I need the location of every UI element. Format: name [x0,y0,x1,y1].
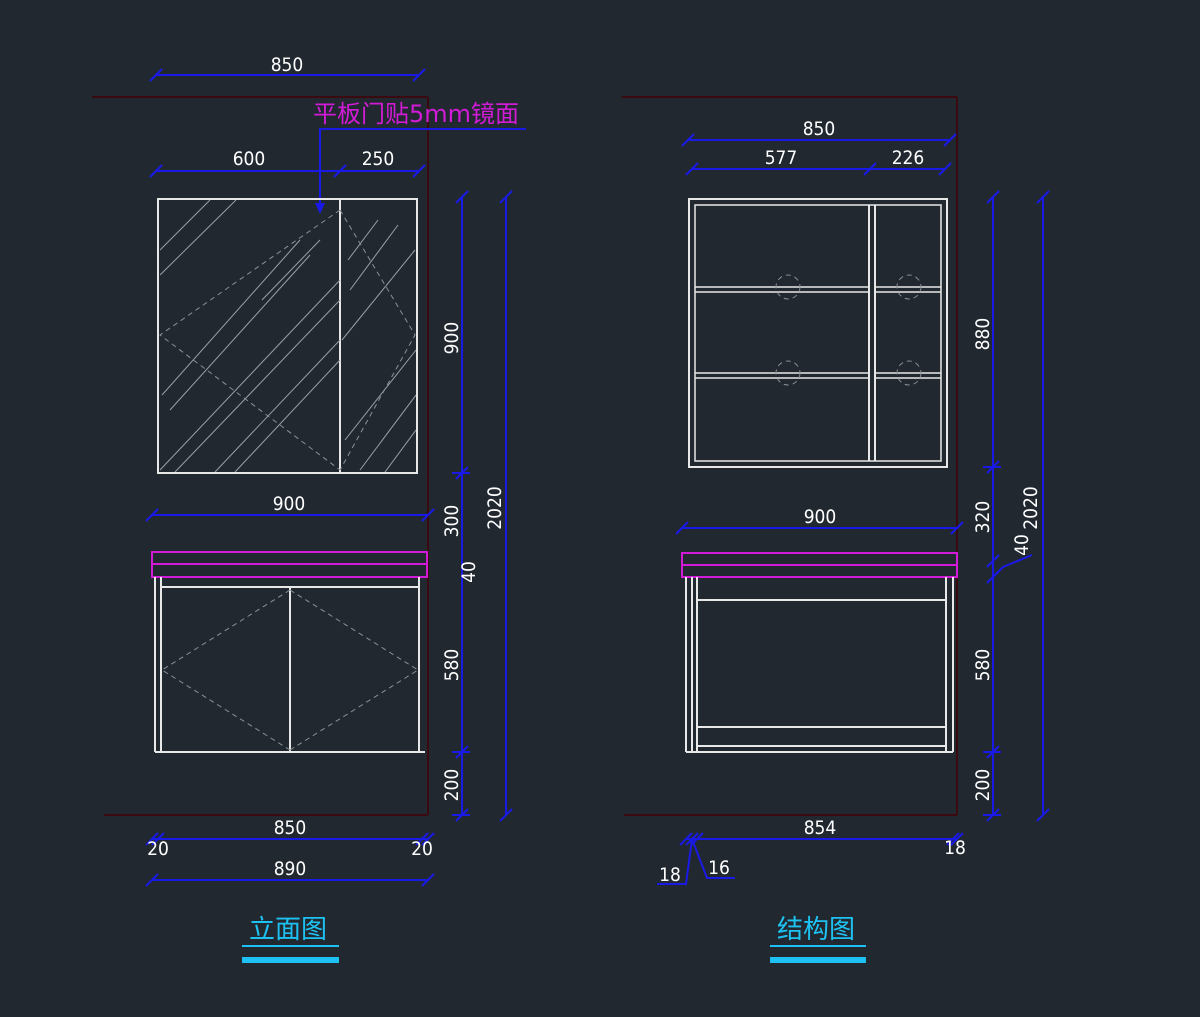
svg-text:18: 18 [659,864,681,886]
svg-text:16: 16 [708,857,730,879]
svg-text:600: 600 [233,148,266,170]
svg-text:880: 880 [972,318,994,351]
mirror-cabinet [157,198,418,474]
dim-structure-top-width: 850 [681,118,957,147]
svg-text:854: 854 [804,817,837,839]
mirror-note: 平板门贴5mm镜面 [313,100,526,214]
svg-text:结构图: 结构图 [777,915,855,945]
dim-structure-split: 577 226 [685,147,952,176]
svg-text:200: 200 [441,769,463,802]
svg-text:300: 300 [441,505,463,538]
upper-cabinet-structure [688,198,948,468]
svg-text:577: 577 [765,147,798,169]
svg-text:250: 250 [362,148,395,170]
svg-text:890: 890 [274,858,307,880]
svg-text:200: 200 [972,769,994,802]
svg-text:平板门贴5mm镜面: 平板门贴5mm镜面 [313,100,519,128]
structure-view: 850 577 226 [622,96,1050,963]
svg-text:850: 850 [271,54,304,76]
dim-top-width: 850 [149,54,426,82]
base-cabinet-structure [685,577,954,753]
dim-counter-width: 900 [145,493,435,522]
dim-structure-vertical-chain: 880 320 40 580 200 [972,190,1033,822]
dim-structure-total-height: 2020 [1020,190,1050,822]
svg-text:226: 226 [892,147,925,169]
dim-vertical-chain: 900 300 40 580 200 [441,190,480,822]
dim-bottom: 850 20 20 890 [145,817,435,887]
dim-total-height: 2020 [484,190,513,822]
svg-text:2020: 2020 [484,486,506,530]
svg-text:320: 320 [972,501,994,534]
elevation-view: 850 平板门贴5mm镜面 600 250 [92,54,526,963]
svg-text:20: 20 [411,838,433,860]
svg-text:20: 20 [147,838,169,860]
base-cabinet [154,577,425,753]
dim-mirror-split: 600 250 [149,148,426,178]
svg-text:18: 18 [944,837,966,859]
svg-text:850: 850 [803,118,836,140]
elevation-title: 立面图 [242,915,339,963]
svg-text:900: 900 [804,506,837,528]
svg-text:850: 850 [274,817,307,839]
svg-text:40: 40 [1011,534,1033,556]
structure-title: 结构图 [770,915,866,963]
dim-structure-counter-width: 900 [675,506,964,535]
svg-text:580: 580 [441,649,463,682]
svg-text:40: 40 [458,561,480,583]
svg-text:立面图: 立面图 [249,915,327,945]
countertop [151,551,428,578]
svg-text:580: 580 [972,649,994,682]
structure-countertop [681,552,958,578]
svg-text:900: 900 [273,493,306,515]
svg-text:2020: 2020 [1020,486,1042,530]
svg-text:900: 900 [441,322,463,355]
dim-structure-bottom: 854 18 18 16 [657,817,966,886]
